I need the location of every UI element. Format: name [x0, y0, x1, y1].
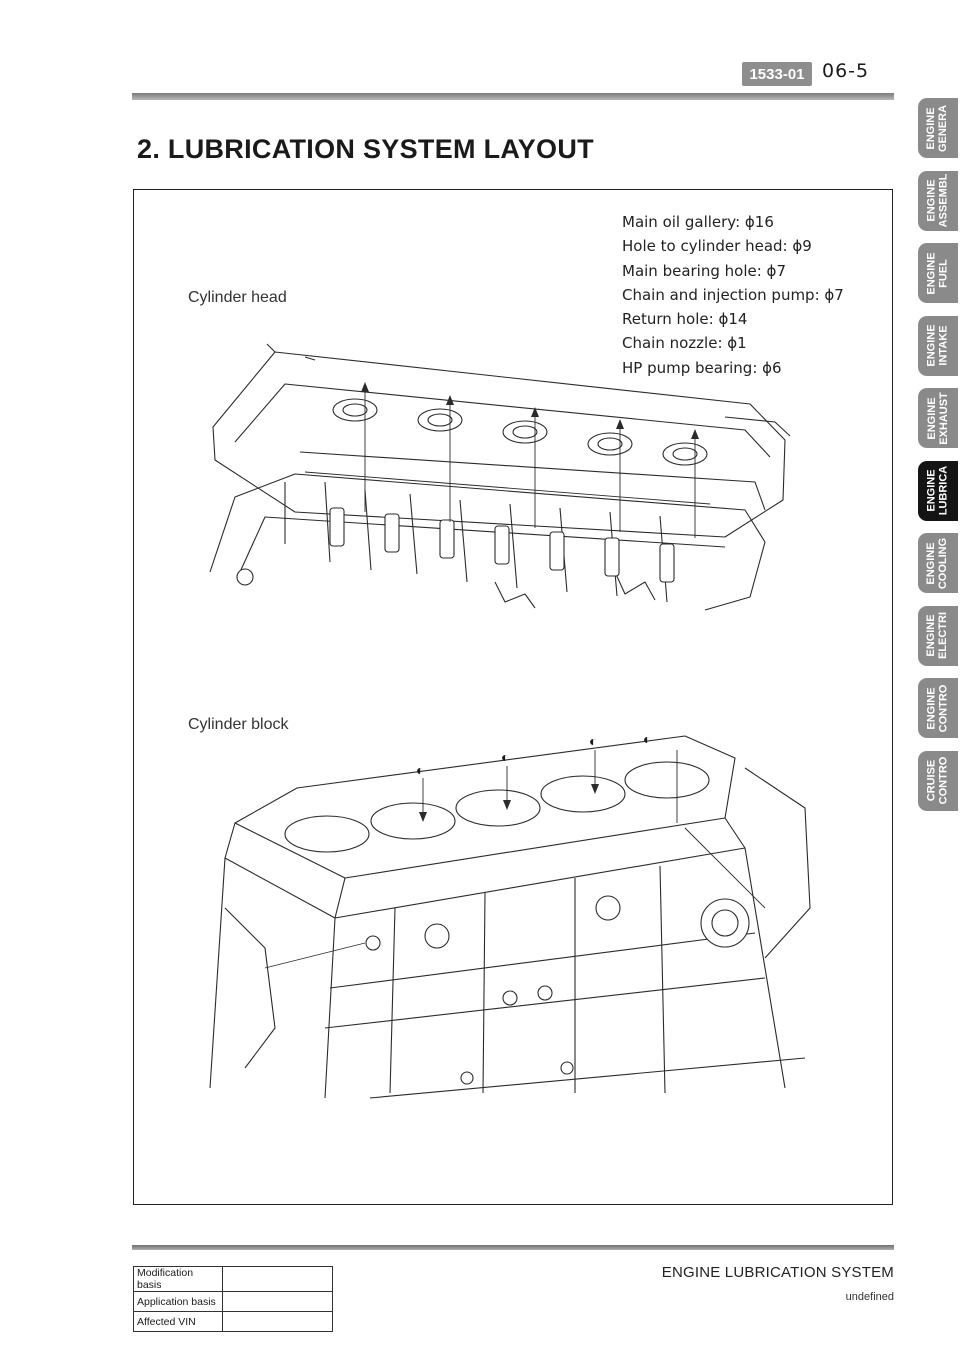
table-cell-label: Application basis	[133, 1291, 223, 1312]
table-row: Affected VIN	[133, 1311, 333, 1332]
side-tab-engine-control[interactable]: ENGINE CONTRO	[918, 678, 958, 738]
table-cell-label: Modification basis	[133, 1266, 223, 1292]
side-tab-label: ENGINE CONTRO	[925, 684, 950, 732]
table-cell-value	[222, 1266, 333, 1292]
table-cell-value	[222, 1311, 333, 1332]
side-tab-label: CRUISE CONTRO	[925, 756, 950, 805]
side-tab-cruise-control[interactable]: CRUISE CONTRO	[918, 750, 958, 811]
half-circle-marker-icon: ◐	[643, 731, 652, 747]
spec-item: Main bearing hole: ϕ7	[622, 261, 786, 280]
modification-table: Modification basis Application basis Aff…	[133, 1266, 333, 1332]
side-tab-label: ENGINE ELECTRI	[925, 611, 950, 660]
side-tab-engine-cooling[interactable]: ENGINE COOLING	[918, 533, 958, 593]
side-tab-label: ENGINE COOLING	[925, 537, 950, 589]
header-divider	[132, 93, 894, 100]
spec-item: Hole to cylinder head: ϕ9	[622, 237, 812, 256]
section-title: 2. LUBRICATION SYSTEM LAYOUT	[137, 134, 594, 164]
oil-hole-spec-list: Main oil gallery: ϕ16 Hole to cylinder h…	[622, 210, 844, 380]
table-cell-value	[222, 1291, 333, 1312]
spec-item: HP pump bearing: ϕ6	[622, 358, 782, 377]
side-tab-engine-exhaust[interactable]: ENGINE EXHAUST	[918, 388, 958, 448]
side-tab-engine-lubrication[interactable]: ENGINE LUBRICA	[918, 460, 958, 521]
spec-item: Return hole: ϕ14	[622, 310, 748, 329]
half-circle-marker-icon: ◐	[416, 762, 425, 778]
table-cell-label: Affected VIN	[133, 1311, 223, 1332]
spec-item: Main oil gallery: ϕ16	[622, 213, 774, 231]
cylinder-head-drawing	[209, 343, 791, 611]
table-row: Modification basis	[133, 1266, 333, 1292]
footer-divider	[132, 1245, 894, 1250]
footer-subtitle: undefined	[845, 1291, 894, 1303]
side-tab-engine-general[interactable]: ENGINE GENERA	[918, 98, 958, 158]
half-circle-marker-icon: ◐	[589, 733, 598, 749]
spec-item: Chain and injection pump: ϕ7	[622, 285, 844, 304]
document-code-badge: 1533-01	[742, 62, 812, 86]
half-circle-marker-icon: ◐	[501, 749, 510, 765]
side-tab-engine-electrical[interactable]: ENGINE ELECTRI	[918, 605, 958, 666]
footer-title: ENGINE LUBRICATION SYSTEM	[661, 1264, 894, 1281]
side-tab-label: ENGINE INTAKE	[925, 324, 950, 367]
side-tab-label: ENGINE ASSEMBL	[925, 173, 950, 228]
side-tab-engine-fuel[interactable]: ENGINE FUEL	[918, 243, 958, 303]
side-tab-label: ENGINE GENERA	[925, 104, 950, 152]
side-tab-engine-intake[interactable]: ENGINE INTAKE	[918, 315, 958, 376]
side-tab-label: ENGINE FUEL	[925, 251, 950, 295]
chapter-side-tabs: ENGINE GENERA ENGINE ASSEMBL ENGINE FUEL…	[918, 98, 958, 823]
figure-frame	[133, 189, 893, 1205]
page-number: 06-5	[822, 60, 870, 82]
side-tab-label: ENGINE EXHAUST	[925, 391, 950, 445]
spec-item: Chain nozzle: ϕ1	[622, 334, 747, 353]
cylinder-block-label: Cylinder block	[188, 716, 289, 733]
side-tab-engine-assembly[interactable]: ENGINE ASSEMBL	[918, 170, 958, 231]
cylinder-head-label: Cylinder head	[188, 289, 287, 306]
side-tab-label: ENGINE LUBRICA	[925, 465, 950, 516]
cylinder-block-drawing	[209, 735, 811, 1099]
table-row: Application basis	[133, 1291, 333, 1312]
